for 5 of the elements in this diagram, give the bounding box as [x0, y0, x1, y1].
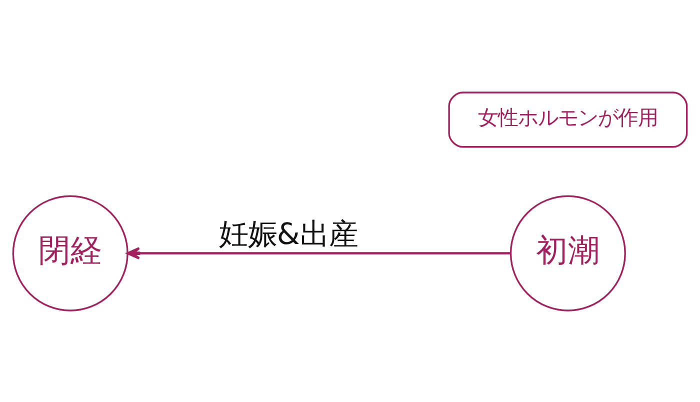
- node-circle: 初潮: [510, 194, 626, 311]
- arrow: [126, 246, 510, 260]
- node-box: 女性ホルモンが作用: [448, 91, 688, 148]
- node-circle: 閉経: [12, 194, 128, 311]
- edge-label: 妊娠&出産: [218, 216, 358, 251]
